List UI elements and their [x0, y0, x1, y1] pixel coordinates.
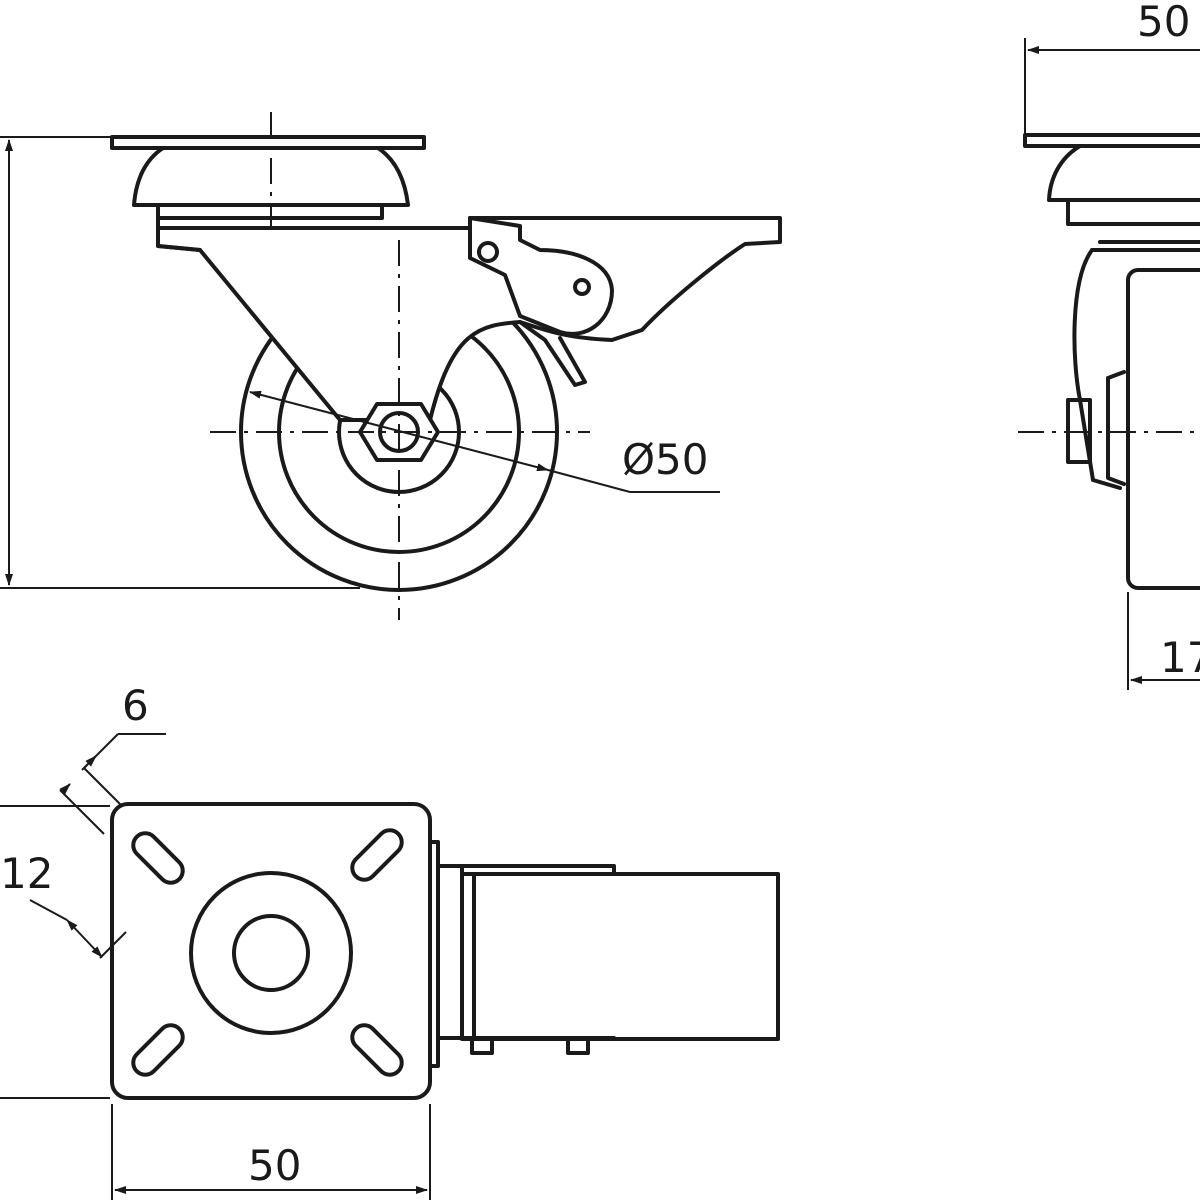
slot-length-label: 12	[0, 849, 53, 898]
wheel-width-label: 17	[1160, 633, 1200, 682]
plate-width-dimension: 50	[0, 1097, 431, 1200]
side-swivel-housing	[1047, 144, 1200, 202]
side-hub	[1106, 370, 1126, 486]
top-view: 6 12 50	[0, 681, 780, 1200]
mounting-slots	[131, 828, 404, 1077]
front-view: Ø50	[0, 112, 782, 620]
side-top-plate	[1023, 133, 1200, 148]
wheel-diameter-label: Ø50	[622, 435, 709, 484]
kingpin-inner	[232, 914, 310, 992]
side-plate-width-label: 50	[1137, 0, 1190, 46]
slot-length-dimension: 12	[0, 783, 127, 959]
side-fork	[1072, 240, 1200, 490]
brake-lever	[468, 216, 614, 387]
side-wheel	[1126, 268, 1200, 590]
mounting-plate	[110, 802, 432, 1100]
wheel-diameter-dimension: Ø50	[249, 390, 720, 493]
side-plate-width-dimension: 50	[1024, 0, 1200, 135]
slot-width-label: 6	[122, 681, 149, 730]
top-wheel	[460, 872, 780, 1041]
plate-width-label: 50	[248, 1141, 301, 1190]
top-plate	[110, 135, 426, 150]
wheel-width-dimension: 17	[1127, 592, 1200, 690]
side-view: 50 17	[1018, 0, 1200, 690]
overall-height-dimension	[0, 136, 360, 589]
kingpin-outer	[189, 871, 353, 1035]
slot-width-dimension: 6	[81, 681, 166, 807]
